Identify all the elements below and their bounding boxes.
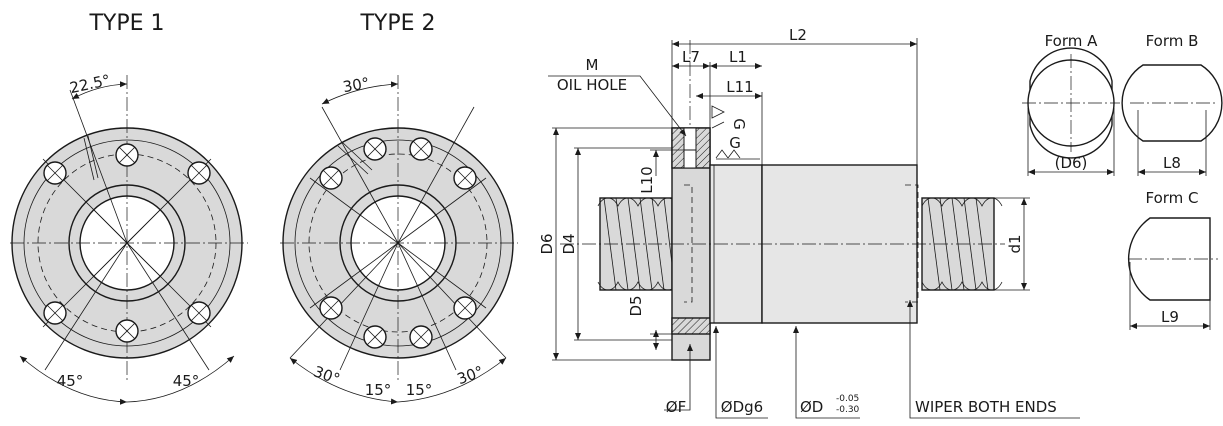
type1-angle-top: 22.5° (68, 71, 112, 97)
form-a: Form A (D6) (1022, 32, 1120, 176)
dim-L11: L11 (726, 78, 753, 96)
label-G-mid: G (729, 134, 741, 152)
dim-D: ØD (800, 398, 823, 416)
type2-angle-top: 30° (341, 74, 370, 96)
type2-bolt-holes (319, 137, 477, 349)
dim-L7: L7 (682, 48, 700, 66)
wiper-right (905, 184, 919, 303)
type1-angle-left: 45° (57, 372, 84, 390)
type2-front-view: TYPE 2 30° 30° 15° (280, 11, 518, 405)
form-c: Form C L9 (1127, 189, 1218, 330)
type1-angle-right: 45° (173, 372, 200, 390)
label-oil-hole: OIL HOLE (557, 76, 627, 94)
form-b-title: Form B (1146, 32, 1199, 50)
form-c-title: Form C (1145, 189, 1198, 207)
dim-F: ØF (666, 398, 686, 416)
dim-D5: D5 (627, 295, 645, 316)
dim-D6: D6 (538, 233, 556, 254)
label-G-top: G (730, 118, 748, 130)
type2-angle-mid-left: 15° (365, 381, 392, 399)
form-a-title: Form A (1045, 32, 1099, 50)
dim-L2: L2 (789, 26, 807, 44)
type2-angle-mid-right: 15° (406, 381, 433, 399)
dim-Dg6: ØDg6 (721, 398, 763, 416)
side-view: L2 L7 L1 L11 M OIL HOLE G G D6 D4 L10 D5… (538, 26, 1080, 419)
type1-bolt-holes (43, 143, 211, 343)
type2-angle-right: 30° (455, 362, 486, 388)
dim-L10: L10 (638, 166, 656, 193)
type1-front-view: TYPE 1 22.5° 45° 45° (10, 11, 248, 405)
dim-D4: D4 (560, 233, 578, 254)
dim-D-tol-upper: -0.05 (836, 394, 859, 404)
form-b-dim: L8 (1163, 154, 1181, 172)
form-b: Form B L8 (1121, 32, 1223, 176)
label-M: M (586, 56, 599, 74)
label-wiper: WIPER BOTH ENDS (915, 398, 1057, 416)
type2-angle-left: 30° (311, 362, 342, 388)
type2-title: TYPE 2 (359, 11, 435, 36)
dim-L1: L1 (729, 48, 747, 66)
dim-D-tol-lower: -0.30 (836, 405, 860, 415)
form-a-dim: (D6) (1055, 154, 1088, 172)
dim-d1: d1 (1006, 234, 1024, 253)
type1-title: TYPE 1 (88, 11, 164, 36)
form-c-dim: L9 (1161, 308, 1179, 326)
